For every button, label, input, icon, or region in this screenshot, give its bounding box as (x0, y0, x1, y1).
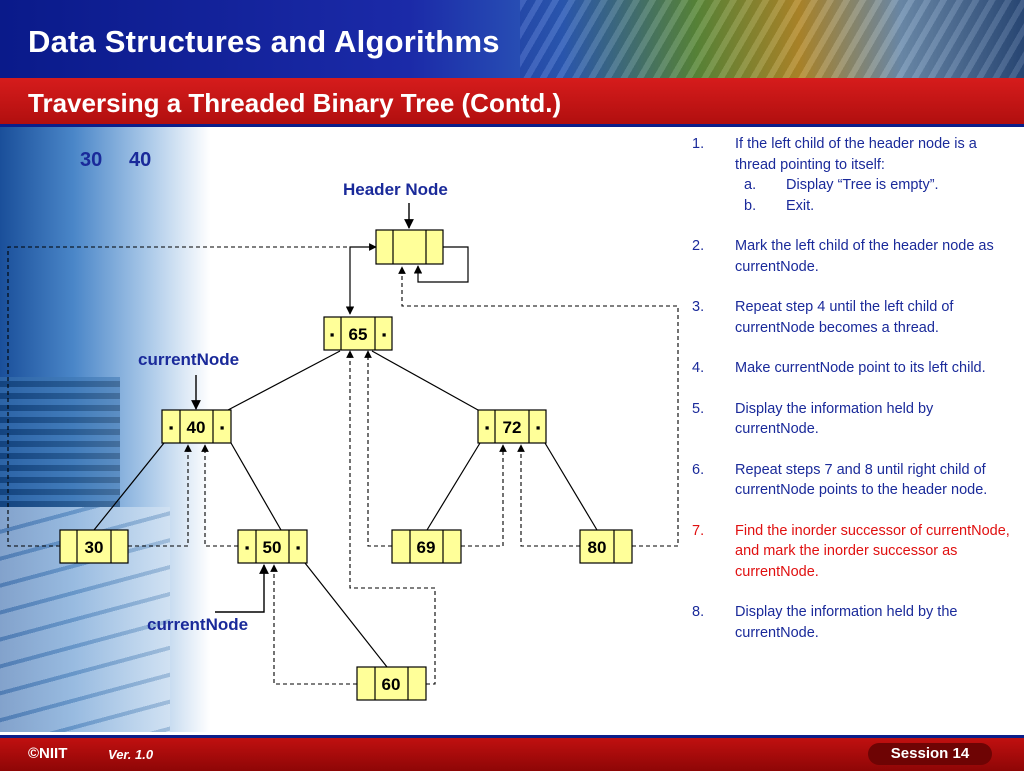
step-text: Display the information held by currentN… (735, 400, 934, 438)
tree-node (323, 316, 393, 351)
tree-node (477, 409, 547, 444)
node-value: 50 (263, 538, 282, 557)
header-left-link (345, 246, 376, 315)
node-value: 40 (187, 418, 206, 437)
circuit-board-image (0, 377, 120, 507)
step-item: 2. Mark the left child of the header nod… (692, 236, 1010, 277)
header-node-label: Header Node (343, 180, 448, 199)
thread-marker: ▪ (245, 540, 250, 555)
tree-node (161, 409, 232, 444)
tree-node (356, 666, 427, 701)
step-text: Repeat steps 7 and 8 until right child o… (735, 461, 988, 499)
sub-step-number: a. (744, 177, 757, 193)
thread-links (7, 243, 679, 685)
node-value: 65 (349, 325, 368, 344)
session-badge: Session 14 (868, 743, 992, 765)
tree-edges (93, 350, 598, 668)
thread-marker: ▪ (220, 420, 225, 435)
sub-step-text: Display “Tree is empty”. (786, 177, 939, 193)
version-label: Ver. 1.0 (108, 747, 154, 762)
step-text: Repeat step 4 until the left child of cu… (735, 299, 954, 336)
threaded-tree-diagram: 30 40 Header Node currentNode currentNod… (7, 149, 679, 701)
current-node-label: currentNode (147, 615, 248, 634)
app-title: Data Structures and Algorithms (28, 24, 500, 59)
header-node (375, 229, 444, 265)
step-number: 3. (692, 299, 705, 315)
step-item: 5. Display the information held by curre… (692, 399, 1010, 440)
step-item: 8. Display the information held by the c… (692, 602, 1010, 643)
step-item: 4. Make currentNode point to its left ch… (692, 358, 1010, 379)
step-number: 8. (692, 604, 705, 620)
thread-marker: ▪ (485, 420, 490, 435)
step-number: 2. (692, 238, 705, 254)
thread-marker: ▪ (382, 327, 387, 342)
sub-step: b. Exit. (735, 196, 1010, 217)
node-value: 80 (588, 538, 607, 557)
thread-marker: ▪ (296, 540, 301, 555)
node-value: 30 (85, 538, 104, 557)
top-banner: Data Structures and Algorithms (0, 0, 1024, 78)
step-item: 1. If the left child of the header node … (692, 134, 1010, 216)
sub-step-text: Exit. (786, 197, 815, 214)
step-text: Make currentNode point to its left child… (735, 360, 986, 376)
slide-title-bar: Traversing a Threaded Binary Tree (Contd… (0, 78, 1024, 127)
step-number: 4. (692, 360, 705, 376)
step-item: 3. Repeat step 4 until the left child of… (692, 297, 1010, 338)
tree-node (391, 529, 462, 564)
step-number: 1. (692, 136, 705, 152)
tree-node (237, 529, 308, 564)
slide-title: Traversing a Threaded Binary Tree (Contd… (28, 88, 562, 118)
thread-marker: ▪ (536, 420, 541, 435)
step-number: 6. (692, 461, 705, 478)
node-value: 60 (382, 675, 401, 694)
footer-bar: ©NIIT Ver. 1.0 Session 14 (0, 735, 1024, 771)
step-number: 7. (692, 522, 705, 539)
step-number: 5. (692, 400, 705, 417)
current-node-pointer-arrow (215, 564, 269, 613)
step-item-active: 7. Find the inorder successor of current… (692, 521, 1010, 583)
thread-marker: ▪ (330, 327, 335, 342)
tree-node (579, 529, 633, 564)
output-value: 40 (129, 149, 151, 171)
banner-photo-collage (520, 0, 1024, 78)
algorithm-steps: 1. If the left child of the header node … (692, 134, 1010, 663)
node-value: 69 (417, 538, 436, 557)
tree-node (59, 529, 129, 564)
current-node-label: currentNode (138, 350, 239, 369)
step-text: Find the inorder successor of currentNod… (735, 522, 1010, 580)
node-value: 72 (503, 418, 522, 437)
step-text: Mark the left child of the header node a… (735, 238, 994, 275)
sub-step-number: b. (744, 197, 757, 214)
sub-step: a. Display “Tree is empty”. (735, 175, 1010, 196)
header-self-thread (413, 246, 469, 283)
step-text: If the left child of the header node is … (735, 136, 977, 173)
output-value: 30 (80, 149, 102, 171)
thread-marker: ▪ (169, 420, 174, 435)
step-text: Display the information held by the curr… (735, 604, 958, 641)
niit-logo: ©NIIT (28, 745, 68, 762)
step-item: 6. Repeat steps 7 and 8 until right chil… (692, 460, 1010, 501)
